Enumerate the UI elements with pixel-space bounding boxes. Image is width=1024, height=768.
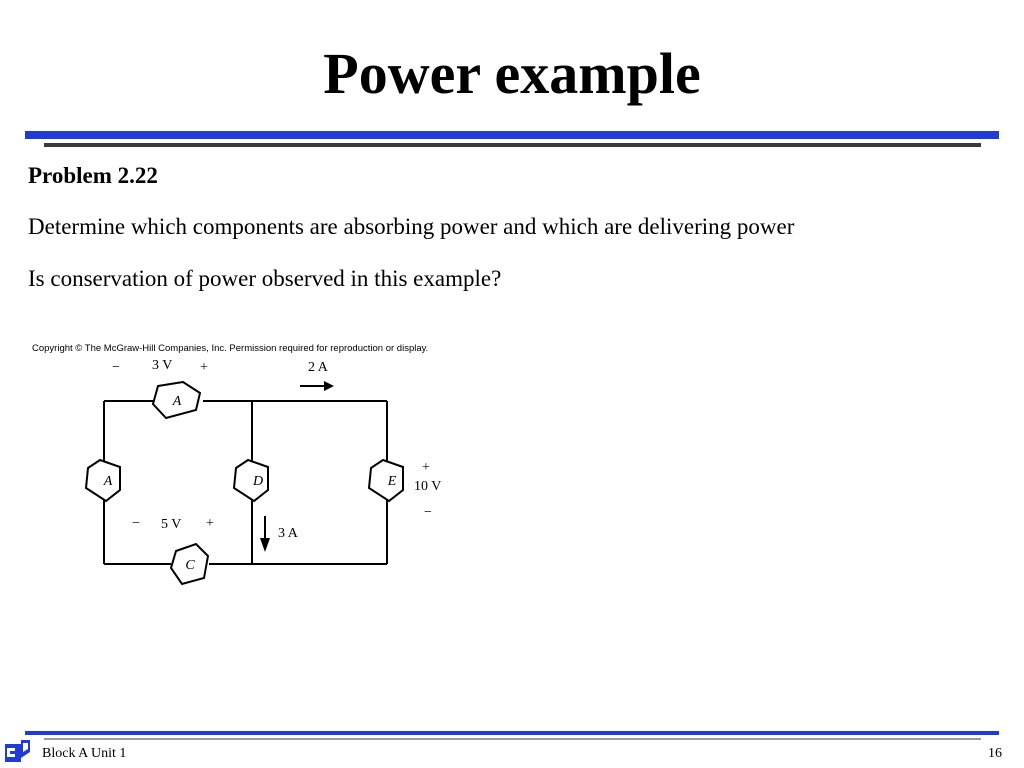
footer-divider-blue [25,731,999,735]
problem-statement-line: Determine which components are absorbing… [28,214,795,239]
vb-value: 3 V [152,358,172,373]
current-mid-arrow [260,516,270,552]
ve-value: 10 V [414,479,441,494]
title-divider-blue [25,131,999,139]
vb-plus: + [200,360,208,375]
component-c-label: C [185,558,195,573]
component-d: D [232,458,269,503]
problem-label: Problem 2.22 [28,163,158,188]
footer-course-label: Block A Unit 1 [42,746,127,761]
vc-value: 5 V [161,517,181,532]
component-b: A [151,380,202,420]
component-a: A [84,458,121,503]
problem-question-line: Is conservation of power observed in thi… [28,266,502,291]
vb-minus: − [112,360,120,375]
footer-divider-gray [44,738,981,740]
ve-plus: + [422,460,430,475]
component-b-label: A [172,394,182,409]
page-number: 16 [988,746,1002,761]
circuit-diagram: Copyright © The McGraw-Hill Companies, I… [32,343,441,586]
circuit-wires [103,400,388,565]
slide-title: Power example [323,41,701,106]
current-mid-value: 3 A [278,526,299,541]
title-divider-gray [44,143,981,147]
institution-logo-icon [5,740,30,762]
vc-minus: − [132,516,140,531]
component-e-label: E [387,474,397,489]
component-e: E [367,458,404,503]
component-a-label: A [103,474,113,489]
current-top-arrow [300,381,334,391]
copyright-notice: Copyright © The McGraw-Hill Companies, I… [32,343,428,354]
component-c: C [169,542,210,586]
ve-minus: − [424,505,432,520]
component-d-label: D [252,474,263,489]
current-top-value: 2 A [308,360,329,375]
vc-plus: + [206,516,214,531]
